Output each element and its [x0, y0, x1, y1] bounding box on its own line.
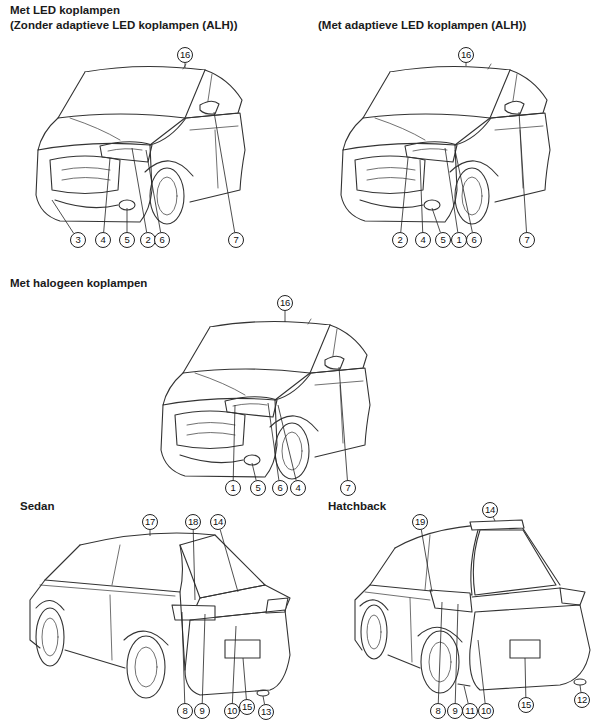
callout-number: 11	[462, 703, 478, 719]
car-front-led	[36, 64, 245, 224]
leader-line	[268, 403, 279, 480]
leader-line	[464, 686, 468, 703]
callout-number: 14	[482, 502, 498, 518]
callout-number: 7	[519, 232, 535, 248]
leader-line	[285, 311, 286, 322]
car-front-adaptive-led	[341, 64, 550, 224]
callout-number: 6	[466, 232, 482, 248]
leader-line	[525, 658, 527, 697]
leader-line	[220, 530, 238, 592]
callout-number: 10	[224, 703, 240, 719]
callout-number: 7	[340, 480, 356, 496]
callout-number: 15	[239, 699, 255, 715]
callout-number: 3	[70, 232, 86, 248]
leader-line	[185, 63, 186, 68]
callout-number: 12	[574, 692, 590, 708]
callout-number: 19	[412, 514, 428, 530]
leader-line	[519, 112, 527, 232]
leader-line	[146, 150, 161, 232]
leader-line	[150, 530, 151, 536]
callout-number: 4	[95, 232, 111, 248]
leader-line	[420, 160, 423, 232]
callout-number: 5	[119, 232, 135, 248]
leader-line	[278, 405, 296, 480]
leader-line	[52, 200, 74, 233]
callout-number: 14	[210, 514, 226, 530]
leader-line	[339, 367, 347, 480]
callout-number: 18	[185, 514, 201, 530]
callout-number: 16	[277, 295, 293, 311]
leader-line	[127, 208, 128, 232]
section-heading: Met halogeen koplampen	[10, 276, 147, 290]
callout-number: 6	[154, 232, 170, 248]
car-rear-hatchback	[355, 520, 590, 693]
leader-line	[214, 112, 235, 232]
callout-number: 8	[177, 703, 193, 719]
leader-line	[432, 208, 440, 232]
leader-line	[243, 658, 246, 699]
leader-line	[182, 612, 185, 703]
leader-line	[104, 158, 110, 232]
leader-line	[438, 602, 442, 703]
callout-number: 9	[447, 703, 463, 719]
leader-line	[132, 148, 147, 232]
callout-number: 4	[415, 232, 431, 248]
section-heading: (Met adaptieve LED koplampen (ALH))	[318, 18, 526, 32]
callout-number: 17	[142, 514, 158, 530]
callout-number: 1	[225, 480, 241, 496]
leader-line	[455, 604, 458, 703]
section-heading: Hatchback	[328, 499, 386, 513]
callout-number: 6	[272, 480, 288, 496]
car-front-halogen	[161, 319, 370, 479]
section-heading: (Zonder adaptieve LED koplampen (ALH))	[10, 18, 237, 32]
leader-line	[263, 696, 265, 704]
callout-number: 2	[392, 232, 408, 248]
leader-line	[421, 530, 432, 592]
car-rear-sedan	[30, 533, 290, 698]
leader-line	[466, 63, 467, 66]
callout-number: 15	[518, 697, 534, 713]
callout-number: 5	[250, 480, 266, 496]
callout-number: 9	[194, 703, 210, 719]
leader-line	[193, 530, 195, 600]
leader-line	[445, 148, 458, 232]
callout-number: 16	[458, 47, 474, 63]
callout-number: 16	[177, 47, 193, 63]
leader-line	[252, 463, 256, 480]
callout-number: 8	[430, 703, 446, 719]
section-heading: Met LED koplampen	[10, 3, 120, 17]
leader-line	[202, 614, 205, 703]
callout-number: 10	[478, 703, 494, 719]
leader-line	[493, 517, 495, 521]
leader-line	[233, 405, 235, 480]
callout-number: 5	[435, 232, 451, 248]
callout-number: 4	[290, 480, 306, 496]
callout-number: 7	[228, 232, 244, 248]
leader-line	[478, 640, 485, 703]
leader-line	[232, 626, 236, 703]
leader-line	[580, 685, 582, 692]
callout-number: 13	[258, 704, 274, 720]
leader-line	[455, 150, 472, 232]
callout-number: 1	[451, 232, 467, 248]
leader-line	[401, 158, 408, 232]
section-heading: Sedan	[20, 499, 55, 513]
